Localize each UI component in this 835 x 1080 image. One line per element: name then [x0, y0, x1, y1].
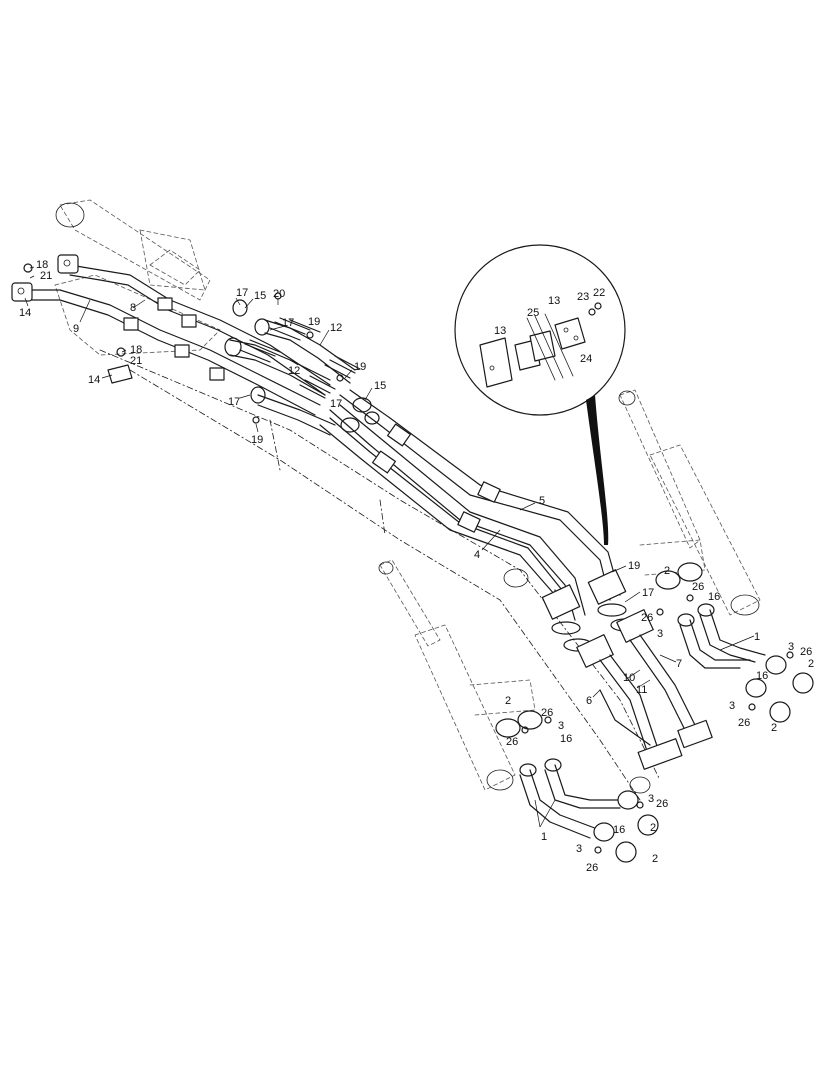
- callout-label: 7: [676, 658, 682, 670]
- pipes-upper-left: [11, 254, 331, 416]
- callout-label: 19: [308, 316, 320, 328]
- callout-label: 10: [623, 672, 635, 684]
- callout-label: 2: [652, 853, 658, 865]
- callout-label: 11: [636, 684, 647, 696]
- callout-label: 22: [593, 287, 605, 299]
- callout-label: 15: [254, 290, 266, 302]
- callout-label: 2: [664, 565, 670, 577]
- callout-label: 24: [580, 353, 592, 365]
- callout-label: 18: [36, 259, 48, 271]
- hose-set-lower: [495, 710, 659, 863]
- hose-fittings-middle: [224, 292, 380, 436]
- callout-label: 17: [236, 287, 248, 299]
- callout-label: 26: [586, 862, 598, 874]
- callout-label: 3: [648, 793, 654, 805]
- callout-label: 13: [548, 295, 560, 307]
- callout-label: 26: [641, 612, 653, 624]
- callout-label: 19: [628, 560, 640, 572]
- callout-label: 21: [40, 270, 52, 282]
- callout-label: 9: [73, 323, 79, 335]
- callout-label: 16: [613, 824, 625, 836]
- callout-label: 23: [577, 291, 589, 303]
- callout-label: 3: [657, 628, 663, 640]
- callout-label: 2: [771, 722, 777, 734]
- callout-label: 3: [576, 843, 582, 855]
- callout-label: 5: [539, 495, 545, 507]
- callout-label: 20: [273, 288, 285, 300]
- callout-label: 17: [330, 398, 342, 410]
- callout-label: 3: [729, 700, 735, 712]
- callout-label: 1: [541, 831, 547, 843]
- callout-label: 26: [800, 646, 812, 658]
- callout-label: 12: [288, 365, 300, 377]
- callout-label: 6: [586, 695, 592, 707]
- callout-label: 16: [560, 733, 572, 745]
- callout-label: 17: [228, 396, 240, 408]
- callout-label: 26: [656, 798, 668, 810]
- callout-label: 3: [788, 641, 794, 653]
- callout-label: 26: [692, 581, 704, 593]
- callout-label: 16: [756, 670, 768, 682]
- boom-outline: [54, 199, 661, 801]
- callout-label: 16: [708, 591, 720, 603]
- detail-callout-circle: [454, 244, 626, 545]
- callout-label: 25: [527, 307, 539, 319]
- callout-label: 26: [738, 717, 750, 729]
- callout-label: 17: [642, 587, 654, 599]
- arm-cylinder-left: [378, 559, 536, 791]
- leader-lines: [24, 266, 755, 828]
- callout-label: 3: [558, 720, 564, 732]
- callout-label: 8: [130, 302, 136, 314]
- callout-label: 12: [330, 322, 342, 334]
- callout-label: 19: [251, 434, 263, 446]
- callout-label: 4: [474, 549, 480, 561]
- callout-label: 1: [754, 631, 760, 643]
- callout-label: 13: [494, 325, 506, 337]
- pipe-bundle-main: [319, 389, 713, 770]
- callout-label: 17: [282, 317, 294, 329]
- callout-label: 14: [88, 374, 100, 386]
- callout-label: 26: [506, 736, 518, 748]
- callout-labels: 18 21 14 9 8 18 21 14 17 15 20 17 19 12 …: [19, 259, 814, 874]
- callout-label: 2: [505, 695, 511, 707]
- callout-label: 15: [374, 380, 386, 392]
- callout-label: 2: [650, 822, 656, 834]
- callout-label: 26: [541, 707, 553, 719]
- callout-label: 19: [354, 361, 366, 373]
- callout-label: 21: [130, 355, 142, 367]
- callout-label: 18: [130, 344, 142, 356]
- callout-label: 2: [808, 658, 814, 670]
- callout-label: 14: [19, 307, 31, 319]
